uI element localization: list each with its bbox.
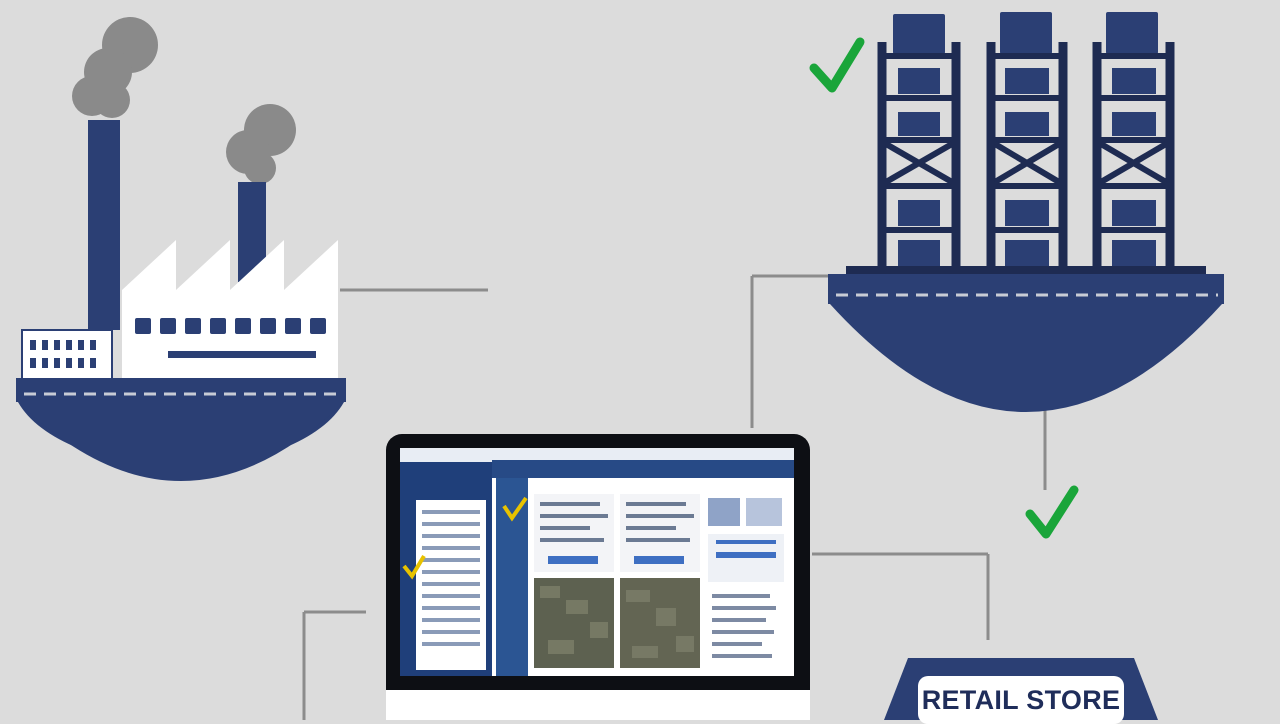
checkmark-icon — [1025, 485, 1079, 539]
connector-lines — [302, 274, 1047, 720]
computer-monitor-icon — [386, 434, 810, 720]
factory-icon — [16, 17, 346, 481]
smoke-cloud-icon — [72, 17, 296, 184]
checkmark-icon — [809, 37, 865, 93]
checkmark-icon — [402, 554, 426, 580]
warehouse-rack-icon — [828, 12, 1224, 412]
retail-store-label: RETAIL STORE — [918, 676, 1124, 724]
checkmark-icon — [502, 496, 528, 522]
